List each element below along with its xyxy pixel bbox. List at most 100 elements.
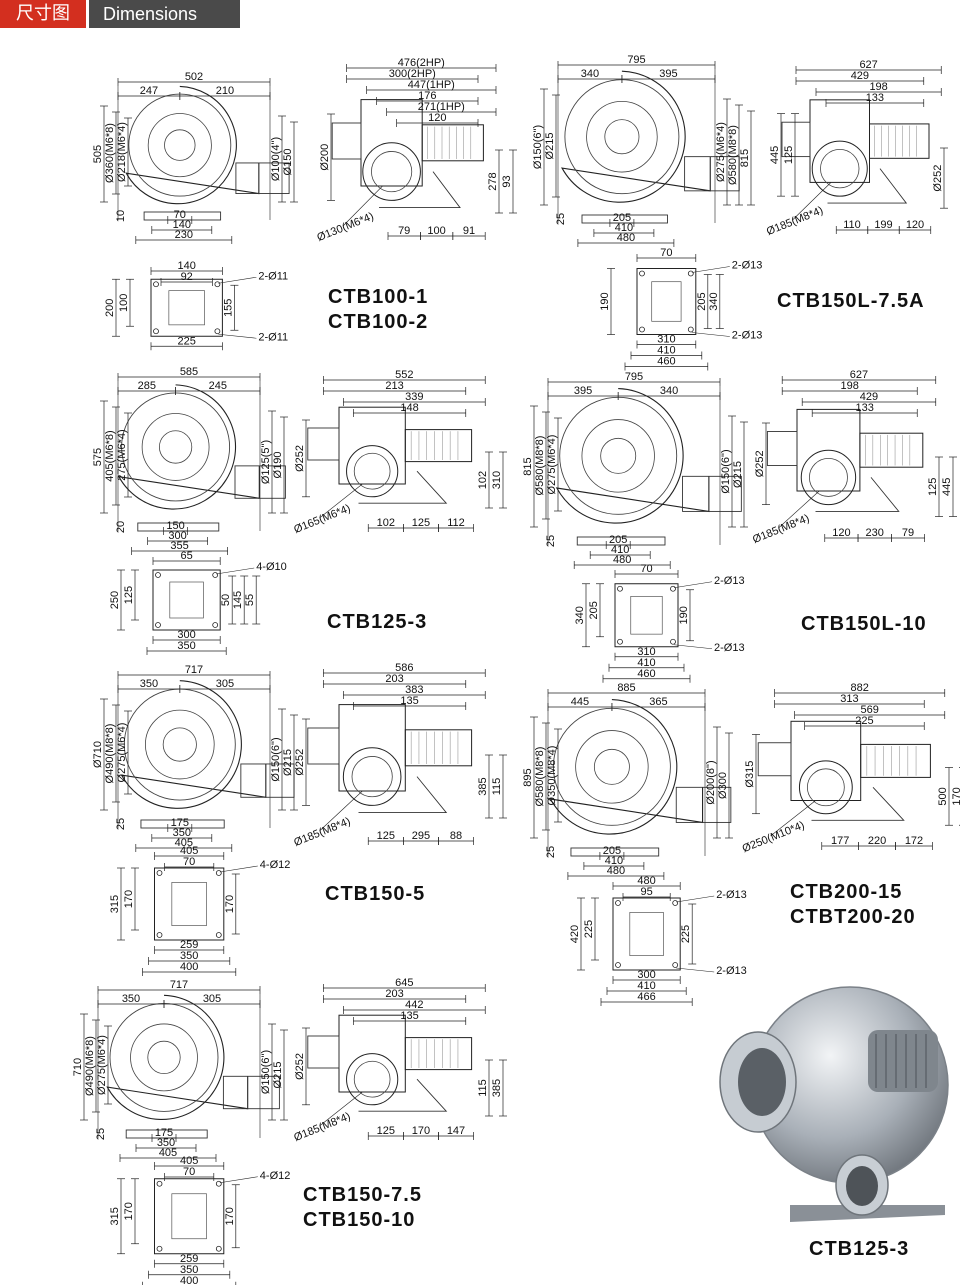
dimension-label: 25 [545,535,557,547]
model-name: CTB150-5 [325,883,426,905]
dimension-line [218,276,257,284]
inlet-circle [130,1023,198,1092]
dimension-label: 115 [477,1079,489,1097]
hole-label: 2-Ø11 [258,270,288,282]
dimension-label: 350 [140,678,158,690]
dimension-label: Ø125(5") [260,440,272,484]
dimension-label: Ø580(M8*8) [534,747,546,807]
dimension-line [673,644,713,650]
dimension-label: 285 [138,380,156,392]
dimension-label: 505 [92,145,104,163]
dimension-label: Ø490(M8*8) [104,724,116,784]
dimension-label: Ø275(M6*4) [96,1035,108,1095]
dimension-label: 502 [185,71,203,83]
dimension-label: 133 [856,402,874,414]
dimension-label: 135 [400,695,418,707]
hub-circle [162,727,197,762]
dimension-label: 110 [843,219,861,231]
dimension-line [219,865,258,873]
dimension-label: 310 [491,471,503,489]
dimension-label: 350 [157,1137,175,1149]
dimension-line [342,185,383,227]
impeller-circle [109,1002,219,1112]
base-footprint [614,583,679,648]
outlet-duct [675,786,732,823]
dimension-label: 575 [92,448,104,466]
dimension-line [319,790,363,832]
mounting-hole [155,572,161,578]
dimension-label: 95 [640,886,652,898]
dimension-label: Ø215 [544,133,556,160]
dimension-label: 79 [398,225,410,237]
dimension-label: 300 [637,969,655,981]
hub-circle [159,430,193,464]
mounting-hole [153,328,159,335]
dimension-label: 70 [640,563,652,575]
dimension-label: 120 [832,527,850,539]
inlet-circle [575,730,649,804]
inlet-duct [331,122,362,160]
dimension-label: 410 [615,222,633,234]
dimension-label: 350 [180,1264,198,1276]
dimension-label: Ø150(6") [260,1050,272,1094]
motor-body [404,1037,473,1071]
motor-body [860,743,931,778]
inlet-circle [581,419,655,493]
dimension-label: 429 [860,391,878,403]
dimension-label: 133 [866,92,884,104]
impeller-circle [559,396,678,515]
dimension-label: Ø350(M8*4) [546,746,558,806]
dimension-label: 305 [216,678,234,690]
dimension-label: 405 [180,1155,198,1167]
dimension-label: 200 [104,299,116,317]
dimension-label: 25 [115,818,127,830]
dimension-line [676,967,715,973]
fan-housing-outline [106,994,249,1120]
dimension-label: 205 [696,292,708,310]
model-label-ctb150l-7-5a: CTB150L-7.5A [777,289,925,314]
mounting-hole [214,328,221,335]
dimension-label: 70 [174,209,186,221]
outlet-bore [371,151,413,193]
dimension-label: 230 [175,229,193,241]
dimension-label: 102 [377,517,395,529]
dimension-label: 10 [115,210,127,222]
dimension-label: 225 [583,920,595,938]
mounting-hole [687,326,694,333]
inlet-circle [141,413,210,481]
dimension-label: 340 [581,68,599,80]
fan-housing-outline [120,680,267,809]
mounting-hole [156,1245,163,1252]
dimension-label: 429 [851,70,869,82]
dimension-label: 445 [571,696,589,708]
base-cutout [651,281,682,322]
base-cutout [171,882,207,926]
dimension-label: 466 [637,991,655,1003]
dimension-label: 400 [180,961,198,973]
dimension-label: 500 [937,787,949,805]
hub-circle [604,119,640,155]
hole-label: 2-Ø11 [258,331,288,343]
dimension-label: 395 [659,68,677,80]
dimension-line [778,490,820,529]
hole-label: 2-Ø13 [714,575,745,587]
dimension-label: Ø580(M8*8) [727,125,739,185]
dimension-label: 25 [95,1128,107,1140]
dimension-label: 50 [220,594,232,606]
support-stand [815,477,900,512]
dimension-label: 645 [395,977,413,989]
hub-circle [164,129,196,161]
dimension-label: 199 [874,219,892,231]
dimension-label: 259 [180,1253,198,1265]
outlet-flange [811,140,868,197]
dimension-label: Ø252 [294,749,306,776]
dimension-label: Ø218(M6*4) [116,122,128,182]
dimension-label: 410 [605,855,623,867]
dimension-label: Ø150(6") [270,737,282,781]
dimension-label: 225 [855,715,873,727]
